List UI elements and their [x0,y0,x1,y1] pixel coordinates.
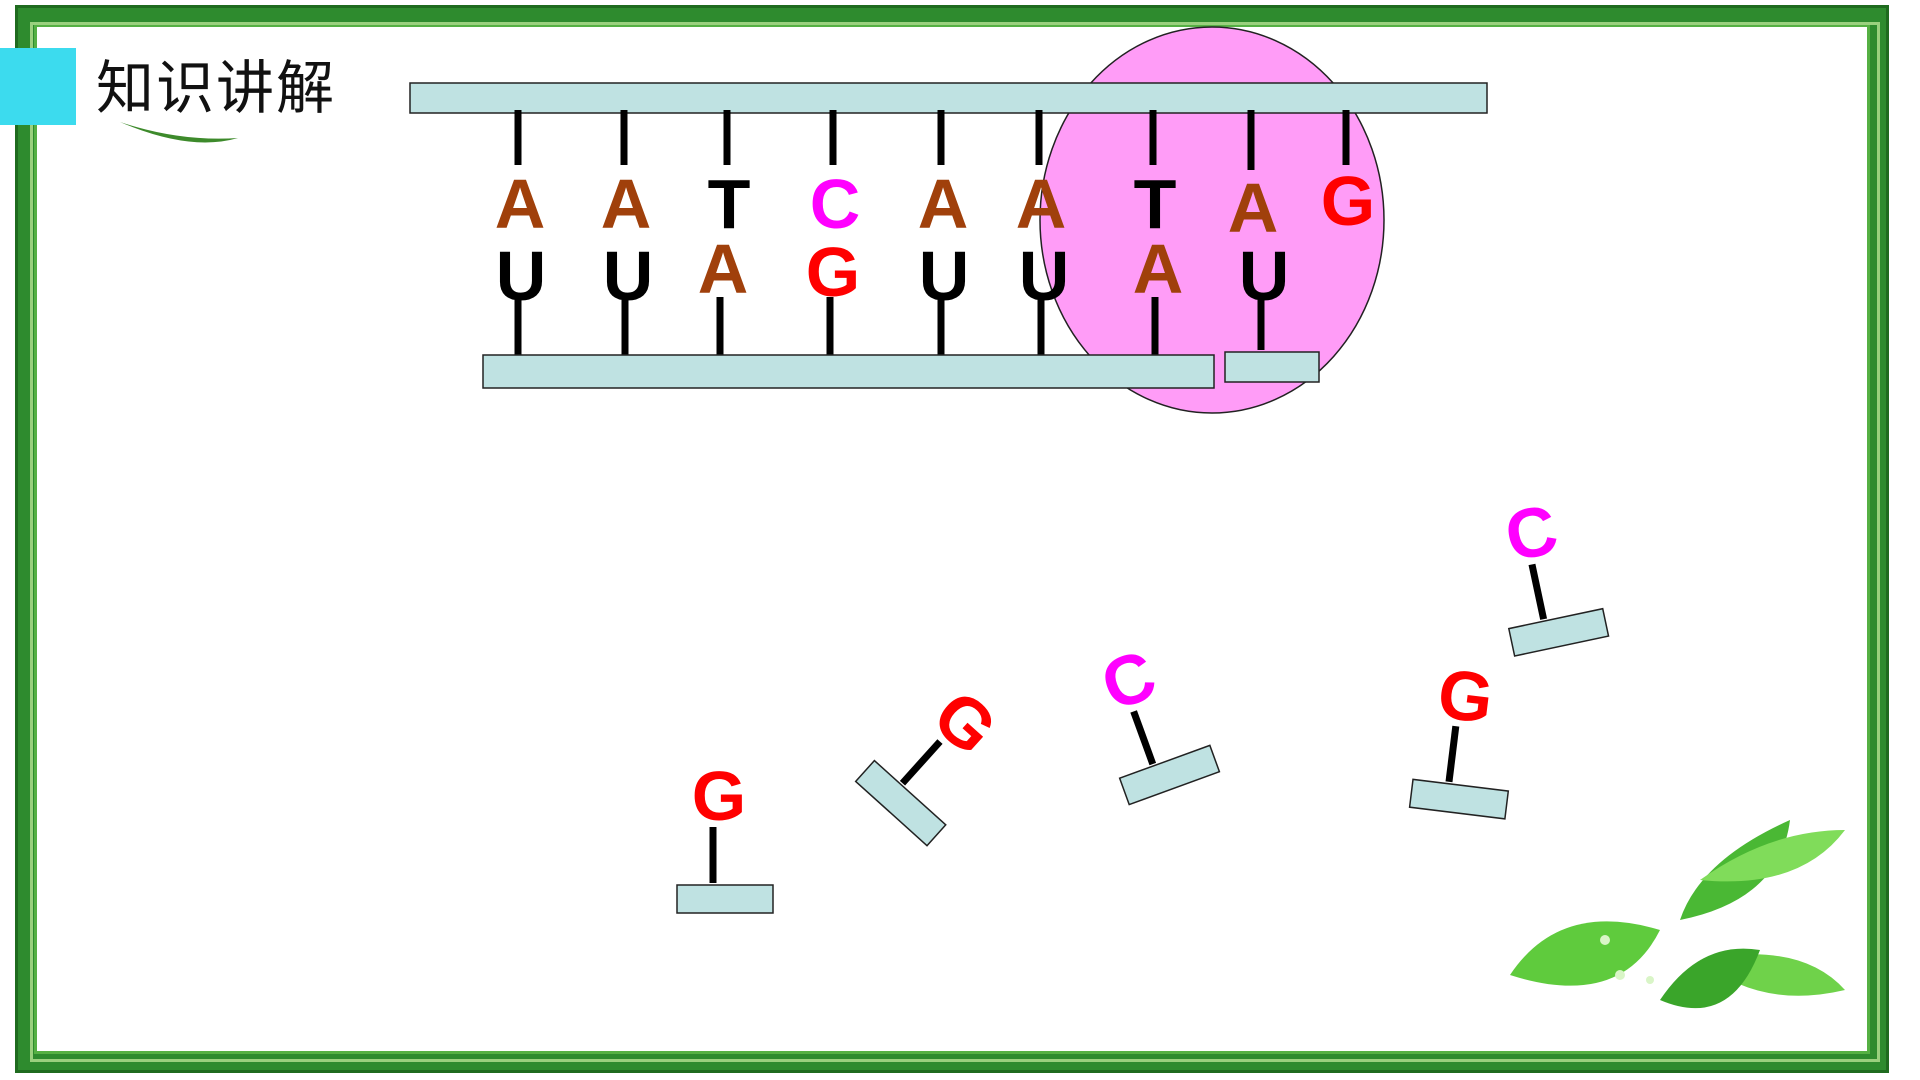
free-nucleotide: C [1499,489,1610,657]
free-nucleotide-sugar [1408,778,1510,820]
free-nucleotide-base-g: G [919,675,1012,769]
dna-base-a: A [1228,169,1279,247]
dna-base-c: C [810,165,861,243]
rna-polymerase-shape [1039,26,1385,414]
dna-base-t: T [1134,165,1177,243]
free-nucleotide: G [854,675,1012,847]
title-accent-block [0,48,76,125]
free-nucleotide-base-g: G [692,757,746,835]
rna-new-nucleotide-backbone [1224,351,1320,383]
dna-base-a: A [495,165,546,243]
free-nucleotide-stick [899,739,943,786]
dna-base-a: A [1016,165,1067,243]
dna-backbone [409,82,1488,114]
free-nucleotide-stick [1445,725,1460,783]
leaf-decoration-icon [1510,820,1845,1009]
free-nucleotide-sugar [1118,744,1221,806]
free-nucleotide-base-g: G [1434,654,1498,738]
dna-base-a: A [918,165,969,243]
rna-base-a: A [698,230,749,308]
free-nucleotide-stick [1130,710,1157,766]
free-nucleotide: G [676,757,774,914]
free-nucleotide-sugar [676,884,774,914]
free-nucleotide: C [1092,635,1221,806]
dna-base-g: G [1321,162,1375,240]
free-nucleotide-sugar [854,759,947,847]
free-nucleotide-sugar [1507,607,1610,657]
dna-base-t: T [708,165,751,243]
free-nucleotide-base-c: C [1092,635,1166,726]
rna-backbone [482,354,1215,389]
slide-frame [18,8,1886,1070]
rna-base-a: A [1133,230,1184,308]
dna-base-a: A [601,165,652,243]
leaf-decoration-icon [120,122,238,143]
free-nucleotide: G [1408,654,1510,820]
free-nucleotide-base-c: C [1499,489,1565,576]
free-nucleotide-stick [1528,563,1548,620]
page-title: 知识讲解 [96,54,337,122]
